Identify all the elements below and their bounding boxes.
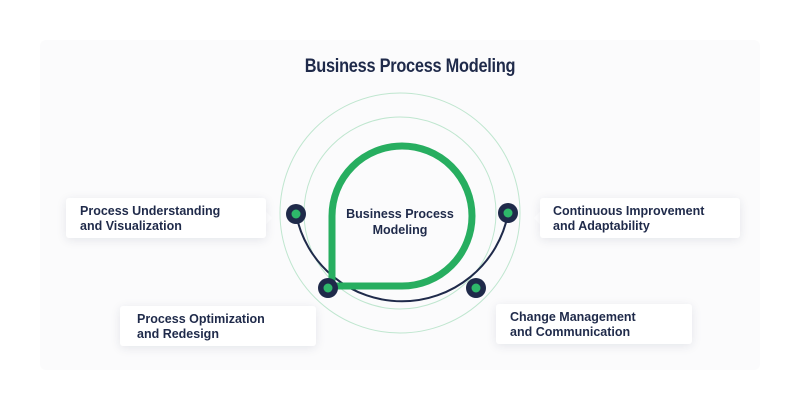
callout-understanding: Process Understanding and Visualization: [66, 198, 266, 238]
callout-improvement: Continuous Improvement and Adaptability: [540, 198, 740, 238]
connector-arc: [295, 213, 509, 303]
diagram-title: Business Process Modeling: [304, 56, 516, 77]
callout-optimization: Process Optimization and Redesign: [120, 306, 316, 346]
node-dot-improvement: [498, 203, 518, 223]
node-dot-change: [466, 278, 486, 298]
teardrop-shape: [328, 142, 476, 290]
node-dot-understanding: [286, 204, 306, 224]
outer-ring: [279, 92, 521, 334]
callout-change: Change Management and Communication: [496, 304, 692, 344]
node-dot-optimization: [318, 278, 338, 298]
center-label: Business Process Modeling: [346, 207, 454, 237]
